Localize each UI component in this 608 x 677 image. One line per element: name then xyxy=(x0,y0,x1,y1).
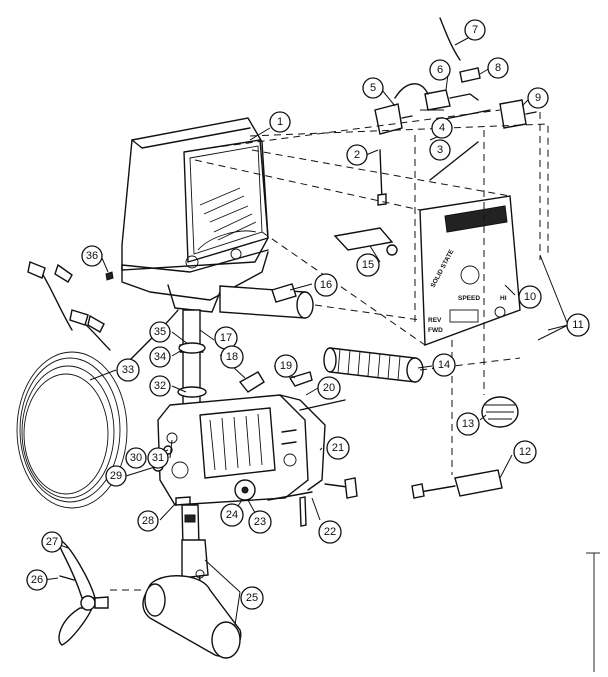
callout-13: 13 xyxy=(456,412,480,436)
svg-text:26: 26 xyxy=(31,574,43,586)
callout-5: 5 xyxy=(362,77,384,99)
svg-text:27: 27 xyxy=(46,536,58,548)
svg-text:8: 8 xyxy=(495,62,501,74)
speed-knob xyxy=(481,396,519,428)
callout-14: 14 xyxy=(432,353,456,377)
transom-mount-bracket xyxy=(157,394,326,506)
svg-text:36: 36 xyxy=(86,250,98,262)
svg-text:10: 10 xyxy=(524,291,536,303)
svg-text:28: 28 xyxy=(142,515,154,527)
svg-text:4: 4 xyxy=(439,122,445,134)
callout-33: 33 xyxy=(116,358,140,382)
callout-3: 3 xyxy=(429,139,451,161)
panel-label-rev: REV xyxy=(428,317,442,324)
callout-25: 25 xyxy=(240,586,264,610)
callout-10: 10 xyxy=(518,285,542,309)
svg-text:25: 25 xyxy=(246,592,258,604)
leader-lines xyxy=(43,37,569,626)
svg-text:32: 32 xyxy=(154,380,166,392)
control-panel: SOLID STATE SPEED HI REV FWD xyxy=(419,195,521,346)
svg-text:7: 7 xyxy=(472,24,478,36)
callout-20: 20 xyxy=(317,376,341,400)
callout-1: 1 xyxy=(269,111,291,133)
lower-unit xyxy=(110,504,242,659)
svg-text:35: 35 xyxy=(154,326,166,338)
callout-28: 28 xyxy=(137,510,159,532)
callout-32: 32 xyxy=(149,375,171,397)
callout-4: 4 xyxy=(431,117,453,139)
callout-21: 21 xyxy=(326,436,350,460)
callout-9: 9 xyxy=(527,87,549,109)
switch-assembly xyxy=(411,469,503,499)
callout-15: 15 xyxy=(356,253,380,277)
svg-text:29: 29 xyxy=(110,470,122,482)
callout-27: 27 xyxy=(41,531,63,553)
svg-text:1: 1 xyxy=(277,116,283,128)
callout-12: 12 xyxy=(513,440,537,464)
svg-text:23: 23 xyxy=(254,516,266,528)
svg-text:33: 33 xyxy=(122,364,134,376)
panel-label-speed: SPEED xyxy=(458,295,480,302)
callout-22: 22 xyxy=(318,520,342,544)
callout-16: 16 xyxy=(314,273,338,297)
svg-text:17: 17 xyxy=(220,332,232,344)
callout-34: 34 xyxy=(149,346,171,368)
handle-grip xyxy=(323,347,424,383)
callout-26: 26 xyxy=(26,569,48,591)
svg-text:14: 14 xyxy=(438,359,450,371)
callout-18: 18 xyxy=(220,345,244,369)
svg-text:15: 15 xyxy=(362,259,374,271)
svg-text:11: 11 xyxy=(572,319,583,331)
callout-23: 23 xyxy=(248,510,272,534)
switches-and-wiring xyxy=(333,17,537,256)
callout-31: 31 xyxy=(147,447,169,469)
svg-text:30: 30 xyxy=(130,452,142,464)
svg-text:24: 24 xyxy=(226,509,238,521)
svg-text:21: 21 xyxy=(332,442,344,454)
callout-19: 19 xyxy=(274,354,298,378)
callout-24: 24 xyxy=(220,503,244,527)
svg-text:13: 13 xyxy=(462,418,474,430)
svg-text:9: 9 xyxy=(535,92,541,104)
svg-text:20: 20 xyxy=(323,382,335,394)
svg-text:22: 22 xyxy=(324,526,336,538)
callout-30: 30 xyxy=(125,447,147,469)
svg-text:2: 2 xyxy=(354,149,360,161)
svg-text:19: 19 xyxy=(280,360,292,372)
callout-36: 36 xyxy=(81,245,103,267)
svg-text:12: 12 xyxy=(519,446,531,458)
svg-text:3: 3 xyxy=(437,144,443,156)
svg-text:6: 6 xyxy=(437,64,443,76)
svg-text:34: 34 xyxy=(154,351,166,363)
svg-text:31: 31 xyxy=(152,452,164,464)
svg-text:18: 18 xyxy=(226,351,238,363)
callout-2: 2 xyxy=(346,144,368,166)
panel-label-fwd: FWD xyxy=(428,327,443,334)
callout-6: 6 xyxy=(429,59,451,81)
svg-text:5: 5 xyxy=(370,82,376,94)
propeller xyxy=(58,539,109,646)
callout-29: 29 xyxy=(105,465,127,487)
callout-35: 35 xyxy=(149,321,171,343)
callout-7: 7 xyxy=(464,19,486,41)
callout-8: 8 xyxy=(487,57,509,79)
svg-text:16: 16 xyxy=(320,279,332,291)
callout-11: 11 xyxy=(566,313,590,337)
panel-label-hi: HI xyxy=(500,295,507,302)
